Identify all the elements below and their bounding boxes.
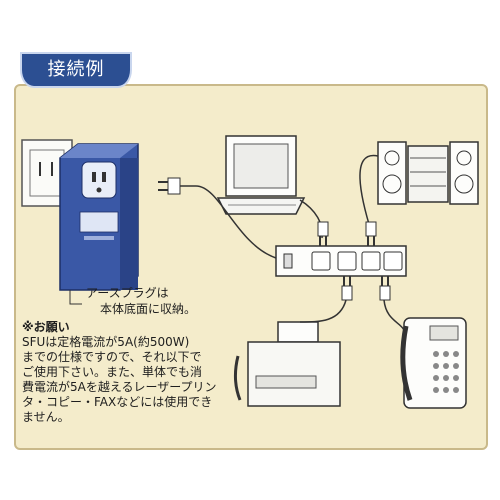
note-line: タ・コピー・FAXなどには使用でき <box>22 395 213 409</box>
ground-plug-caption: アースプラグは 本体底面に収納。 <box>86 285 196 317</box>
note-line: 費電流が5Aを越えるレーザープリン <box>22 380 217 394</box>
ground-caption-line-1: アースプラグは <box>86 286 169 300</box>
note-title: ※お願い <box>22 320 70 334</box>
note-line: ません。 <box>22 410 70 424</box>
ground-caption-line-2: 本体底面に収納。 <box>100 302 197 316</box>
fax-machine-icon <box>233 321 341 407</box>
section-badge: 接続例 <box>20 52 132 88</box>
power-strip <box>275 245 407 277</box>
plug-icons <box>158 177 391 301</box>
laptop-icon <box>216 135 306 215</box>
ground-caption-leader <box>69 290 82 305</box>
telephone-icon <box>400 317 467 409</box>
note-line: ご使用下さい。また、単体でも消 <box>22 365 203 379</box>
note-line: SFUは定格電流が5A(約500W) <box>22 335 190 349</box>
usage-note: ※お願い SFUは定格電流が5A(約500W) までの仕様ですので、それ以下で … <box>22 320 252 425</box>
stereo-icon <box>377 141 479 205</box>
note-line: までの仕様ですので、それ以下で <box>22 350 202 364</box>
sfu-device <box>59 143 139 291</box>
